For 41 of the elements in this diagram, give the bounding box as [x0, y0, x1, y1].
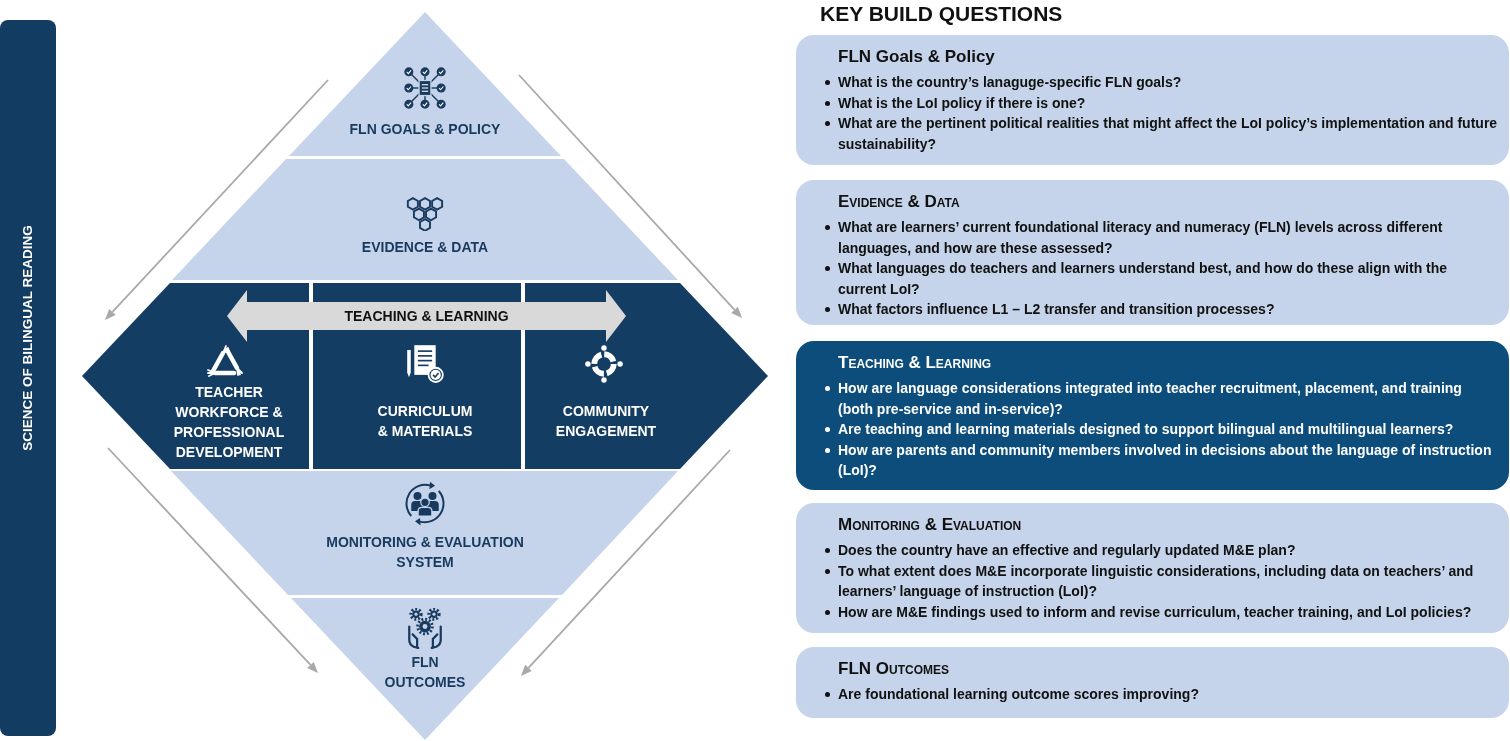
column-heading: KEY BUILD QUESTIONS	[820, 1, 1063, 27]
question-text: What are learners’ current foundational literacy and numeracy (FLN) levels across different languages, and how are these assessed?	[824, 217, 1499, 258]
banner-title: SCIENCE OF BILINGUAL READING	[19, 225, 36, 451]
panel-heading: Teaching & Learning	[838, 352, 992, 374]
diamond-section	[289, 12, 561, 156]
section-label: FLN GOALS & POLICY	[349, 120, 501, 139]
section-label: FLN OUTCOMES	[383, 653, 467, 692]
section-label: TEACHER WORKFORCE & PROFESSIONAL DEVELOPMENT	[172, 383, 286, 462]
diamond-section	[525, 283, 768, 469]
question-text: Does the country have an effective and regularly updated M&E plan?	[824, 540, 1296, 561]
panel-heading: Monitoring & Evaluation	[838, 514, 1022, 536]
question-text: What are the pertinent political realities that might affect the LoI policy’s implementation and future sustainability?	[824, 113, 1499, 154]
panel-heading: Evidence & Data	[838, 191, 960, 213]
diamond-section	[291, 598, 559, 740]
section-label: MONITORING & EVALUATION SYSTEM	[325, 533, 525, 572]
diamond-section	[171, 471, 678, 595]
question-text: What languages do teachers and learners understand best, and how do these align with the current LoI?	[824, 258, 1499, 299]
question-text: What is the LoI policy if there is one?	[824, 92, 1086, 113]
section-label: EVIDENCE & DATA	[361, 238, 489, 257]
section-label: COMMUNITY ENGAGEMENT	[554, 402, 658, 441]
diamond-section	[172, 159, 678, 280]
question-panel	[796, 341, 1509, 490]
question-text: Are foundational learning outcome scores improving?	[824, 684, 1199, 705]
question-text: How are parents and community members involved in decisions about the language of instruction (LoI)?	[824, 439, 1499, 481]
question-text: What factors influence L1 – L2 transfer and transition processes?	[824, 299, 1275, 320]
question-panel	[796, 503, 1509, 633]
double-arrow	[227, 290, 626, 342]
question-text: How are M&E findings used to inform and revise curriculum, teacher training, and LoI policies?	[824, 601, 1472, 622]
panel-heading: FLN Outcomes	[838, 658, 949, 680]
question-panel	[796, 180, 1509, 325]
question-text: How are language considerations integrated into teacher recruitment, placement, and training (both pre-service and in-service)?	[824, 378, 1499, 419]
diamond-section	[82, 283, 309, 469]
question-panel	[796, 35, 1509, 165]
edge-label: TEACHING & LEARNING	[344, 307, 509, 325]
side-banner	[0, 20, 56, 736]
question-text: To what extent does M&E incorporate linguistic considerations, including data on teachers’ and learners’ language of instruction (LoI)?	[824, 560, 1499, 602]
question-text: Are teaching and learning materials designed to support bilingual and multilingual learners?	[824, 419, 1454, 440]
question-text: What is the country’s lanaguge-specific FLN goals?	[824, 72, 1182, 93]
section-label: CURRICULUM & MATERIALS	[376, 402, 474, 441]
panel-heading: FLN Goals & Policy	[838, 46, 995, 68]
question-panel	[796, 647, 1509, 718]
